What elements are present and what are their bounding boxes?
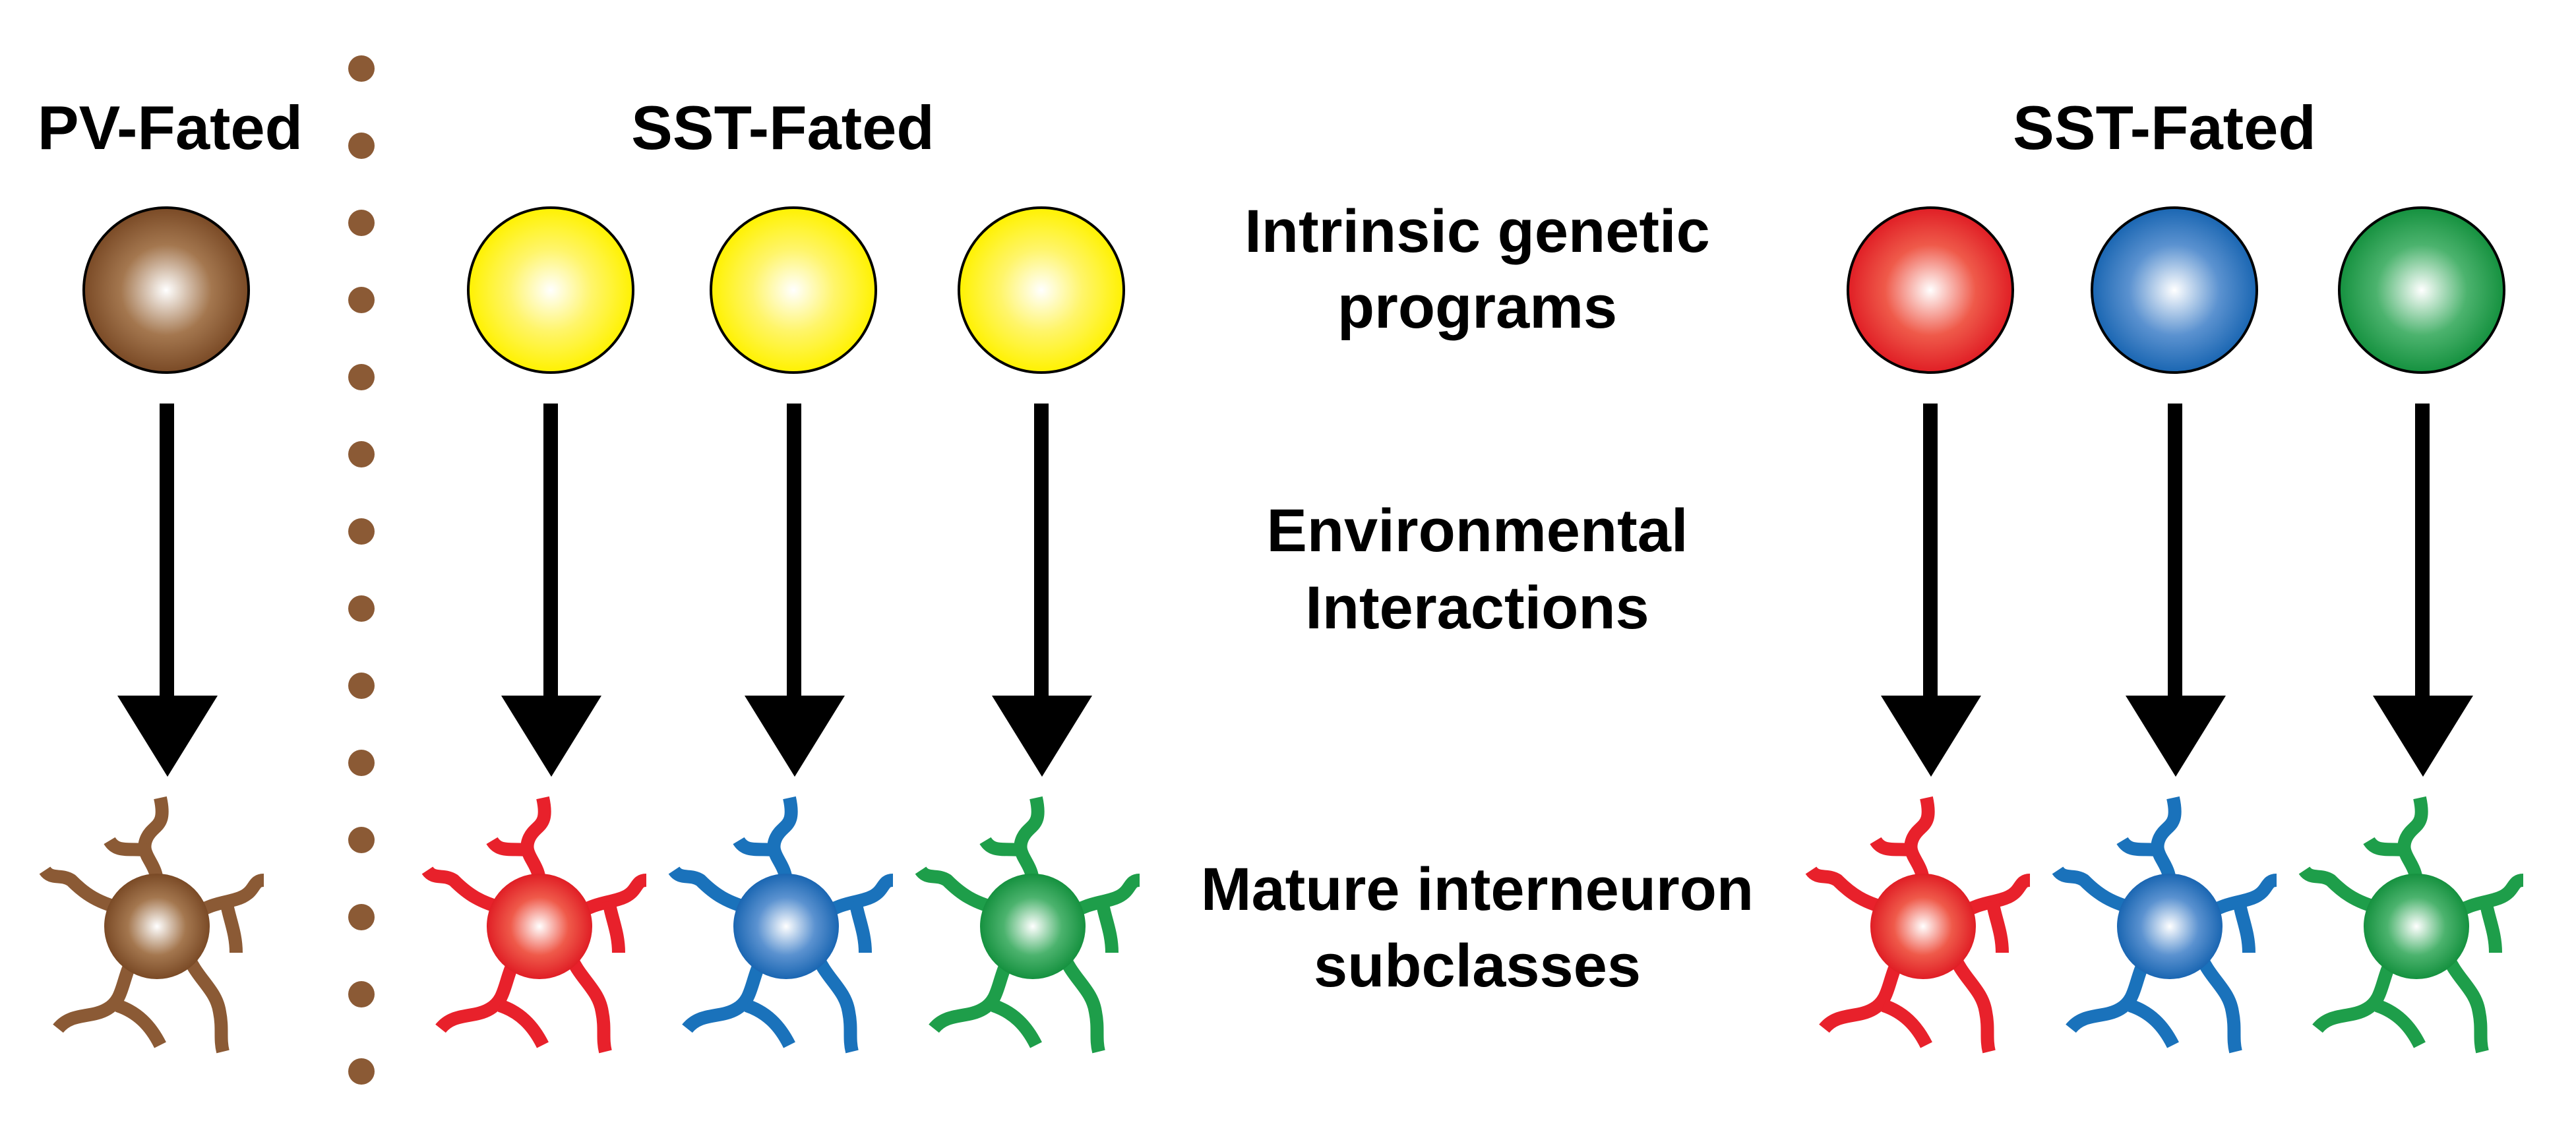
environmental-interactions-label-line1: Environmental [1266,497,1688,564]
dotted-divider [348,55,375,1085]
sst-progenitor-sphere-2 [710,206,877,374]
mature-subclasses-label-line1: Mature interneuron [1201,856,1754,923]
mature-neuron-red-left [427,798,646,1052]
mature-neuron-blue-right [2058,798,2277,1052]
intrinsic-programs-label-line1: Intrinsic genetic [1244,198,1710,265]
red-progenitor-sphere [1847,206,2014,374]
mature-neuron-red-right [1811,798,2030,1052]
mature-subclasses-label-line2: subclasses [1314,932,1641,1000]
mature-neuron-green-left [921,798,1140,1052]
intrinsic-programs-label-line2: programs [1337,274,1617,341]
arrow-sst-1 [501,404,601,777]
mature-neuron-green-right [2304,798,2523,1052]
sst-fated-header-left: SST-Fated [631,93,935,162]
environmental-interactions-label-line2: Interactions [1305,574,1649,642]
arrow-green [2373,404,2473,777]
development-arrows [117,404,2473,777]
arrow-blue [2126,404,2226,777]
arrow-sst-3 [992,404,1092,777]
arrow-red [1881,404,1981,777]
arrow-sst-2 [745,404,845,777]
mature-neuron-blue-left [674,798,893,1052]
sst-progenitor-sphere-1 [467,206,634,374]
blue-progenitor-sphere [2091,206,2258,374]
pv-progenitor-sphere [82,206,250,374]
green-progenitor-sphere [2338,206,2505,374]
pv-fated-header: PV-Fated [38,93,303,162]
mature-neuron-pv [45,798,264,1052]
progenitor-spheres [82,206,2505,374]
arrow-pv [117,404,218,777]
sst-progenitor-sphere-3 [958,206,1125,374]
sst-fated-header-right: SST-Fated [2013,93,2316,162]
